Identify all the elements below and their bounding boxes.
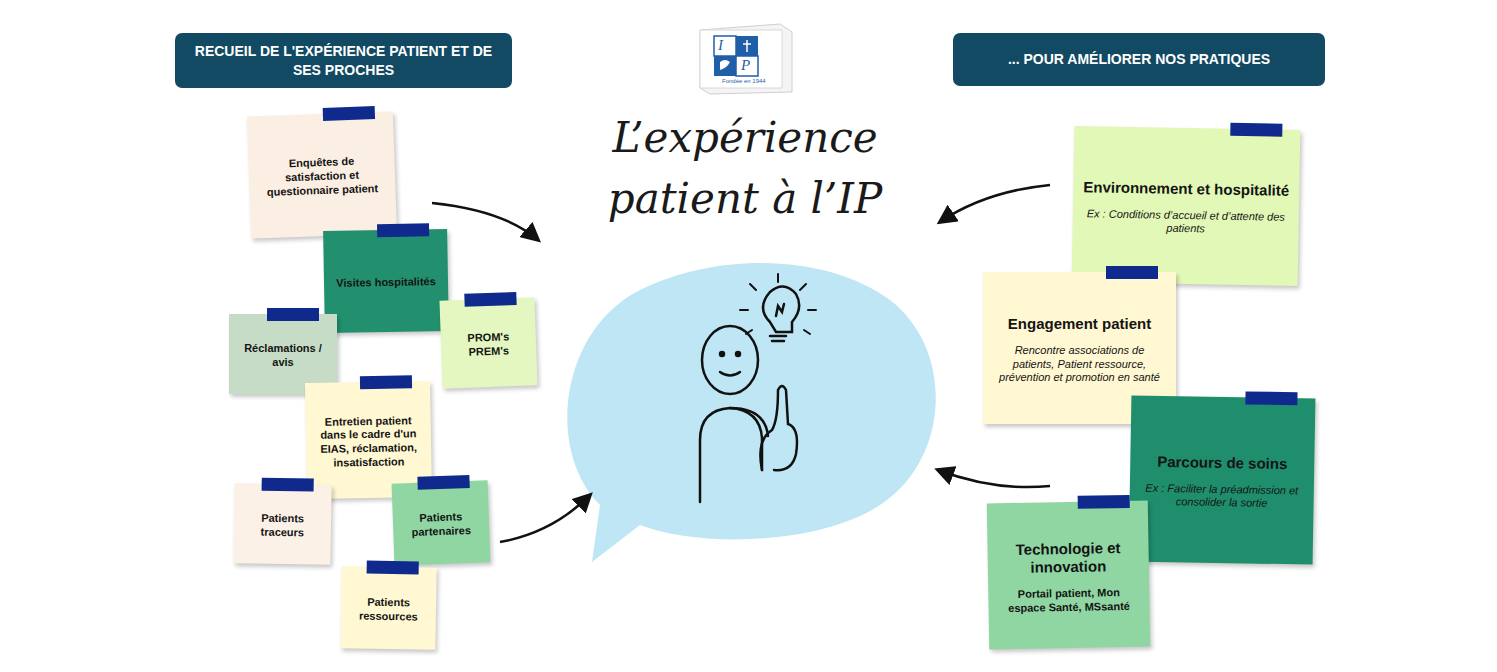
tape (377, 223, 429, 237)
tape (323, 106, 375, 121)
note-text: Réclamations / avis (239, 342, 327, 370)
tape (1245, 391, 1297, 405)
note-body: Ex : Faciliter la préadmission et consol… (1139, 481, 1303, 511)
tape (1230, 123, 1282, 137)
tape (360, 375, 412, 389)
title: L’expérience patient à l’IP (545, 108, 945, 230)
arrows (432, 185, 1050, 542)
section-header: ... POUR AMÉLIORER NOS PRATIQUES (953, 33, 1325, 86)
tape (1078, 495, 1130, 509)
sticky-note: Patients traceurs (233, 483, 331, 565)
sticky-note: Parcours de soins Ex : Faciliter la préad… (1129, 395, 1316, 564)
note-text: ... POUR AMÉLIORER NOS PRATIQUES (1008, 50, 1270, 68)
note-text: Patients traceurs (244, 512, 321, 541)
section-header: RECUEIL DE L'EXPÉRIENCE PATIENT ET DE SE… (175, 33, 512, 88)
note-heading: Engagement patient (1008, 315, 1151, 334)
note-text: Patients ressources (351, 596, 426, 625)
note-text: Patients partenaires (403, 510, 480, 540)
logo-text: Fondée en 1944 (722, 78, 766, 84)
sticky-note: Technologie et innovationPortail patient… (987, 501, 1151, 650)
note-text: Enquêtes de satisfaction et questionnair… (258, 154, 385, 200)
note-heading: Parcours de soins (1157, 453, 1287, 474)
note-text: RECUEIL DE L'EXPÉRIENCE PATIENT ET DE SE… (189, 42, 498, 78)
thinking-figure (700, 274, 816, 502)
note-heading: Technologie et innovation (997, 538, 1139, 578)
note-text: Visites hospitalités (336, 275, 436, 290)
logo-text: I (718, 37, 723, 54)
note-body: Portail patient, Mon espace Santé, MSsan… (998, 586, 1139, 616)
tape (367, 561, 419, 575)
tape (1106, 266, 1158, 279)
tape (464, 292, 516, 307)
logo (700, 24, 792, 94)
sticky-note: Visites hospitalités (323, 229, 449, 333)
sticky-note: Entretien patient dans le cadre d'un EIA… (305, 381, 432, 499)
sticky-note: Environnement et hospitalité Ex : Conditi… (1072, 126, 1301, 286)
sticky-note: Patients ressources (340, 566, 436, 650)
note-body: Ex : Conditions d’accueil et d’attente d… (1082, 207, 1288, 238)
note-text: PROM's PREM's (451, 330, 527, 360)
sticky-note: Patients partenaires (392, 480, 491, 565)
tape (262, 478, 314, 492)
logo-text: P (741, 57, 750, 74)
note-heading: Environnement et hospitalité (1083, 178, 1289, 200)
note-text: Entretien patient dans le cadre d'un EIA… (316, 414, 422, 471)
sticky-note: PROM's PREM's (439, 297, 537, 388)
speech-bubble (567, 263, 936, 562)
sticky-note: Enquêtes de satisfaction et questionnair… (247, 111, 397, 238)
tape (417, 475, 469, 490)
note-body: Rencontre associations de patients, Pati… (993, 344, 1166, 385)
tape (267, 308, 319, 321)
